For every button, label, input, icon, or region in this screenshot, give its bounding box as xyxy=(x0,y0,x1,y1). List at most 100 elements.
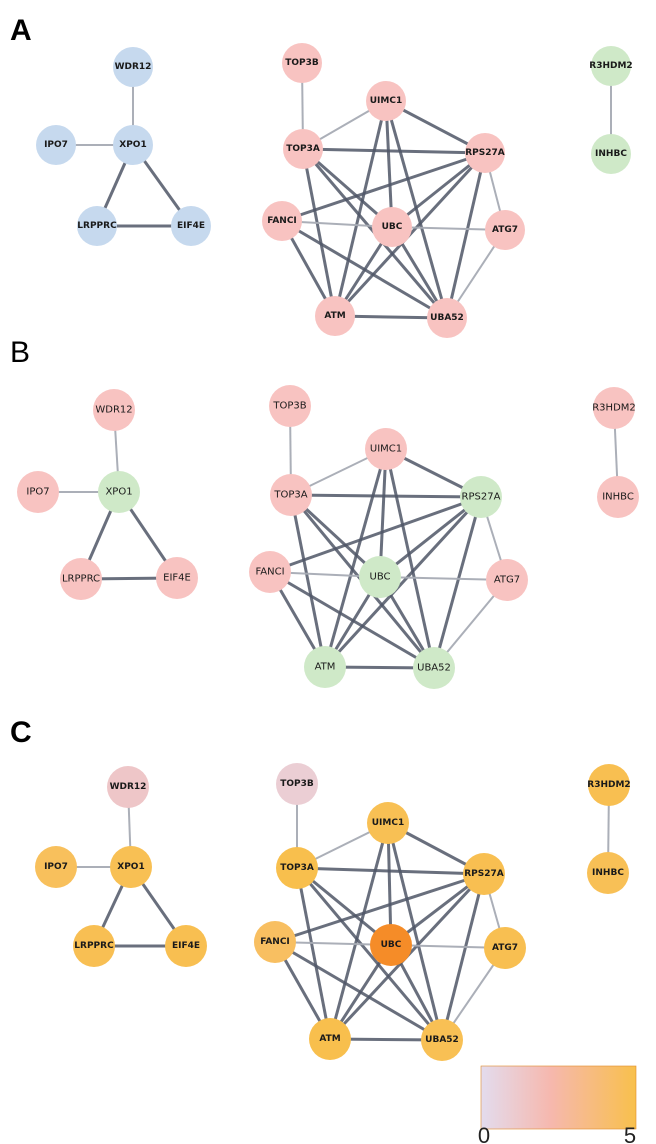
node-circle xyxy=(315,296,355,336)
node-circle xyxy=(110,846,152,888)
edge-rps27a-ubc xyxy=(379,495,482,579)
edge-uimc1-atm xyxy=(323,448,388,668)
node-wdr12: WDR12 xyxy=(113,47,153,87)
node-circle xyxy=(283,129,323,169)
node-eif4e: EIF4E xyxy=(165,925,207,967)
node-fanci: FANCI xyxy=(262,201,302,241)
panel-label-b: B xyxy=(10,336,30,369)
node-label: TOP3B xyxy=(272,401,306,412)
node-r3hdm2: R3HDM2 xyxy=(592,387,636,429)
node-xpo1: XPO1 xyxy=(110,846,152,888)
node-circle xyxy=(60,558,102,600)
edges xyxy=(56,784,610,1042)
node-atm: ATM xyxy=(309,1018,351,1060)
node-circle xyxy=(93,389,135,431)
node-label: UBC xyxy=(370,572,391,583)
node-label: LRPPRC xyxy=(77,221,117,231)
node-circle xyxy=(73,925,115,967)
edge-uimc1-atm xyxy=(333,100,388,317)
color-scale-bar xyxy=(481,1066,636,1129)
node-inhbc: INHBC xyxy=(587,852,629,894)
node-label: INHBC xyxy=(595,149,627,159)
node-label: INHBC xyxy=(592,868,624,878)
edge-fanci-uba52 xyxy=(274,940,443,1042)
node-circle xyxy=(249,551,291,593)
node-circle xyxy=(591,46,631,86)
node-label: WDR12 xyxy=(115,62,152,72)
node-circle xyxy=(165,925,207,967)
edge-rps27a-uba52 xyxy=(432,496,483,669)
node-label: IPO7 xyxy=(44,140,68,150)
node-label: UIMC1 xyxy=(370,444,402,455)
node-circle xyxy=(270,474,312,516)
edge-uimc1-uba52 xyxy=(384,100,449,319)
node-label: UBC xyxy=(382,222,403,232)
edge-rps27a-uba52 xyxy=(440,873,486,1041)
node-circle xyxy=(463,853,505,895)
node-ipo7: IPO7 xyxy=(35,846,77,888)
node-r3hdm2: R3HDM2 xyxy=(589,46,633,86)
node-circle xyxy=(35,846,77,888)
node-label: TOP3B xyxy=(280,779,314,789)
node-label: INHBC xyxy=(602,492,634,503)
node-lrpprc: LRPPRC xyxy=(77,206,117,246)
node-wdr12: WDR12 xyxy=(107,766,149,808)
edge-uimc1-ubc xyxy=(384,100,394,228)
node-label: RPS27A xyxy=(464,869,504,879)
node-atg7: ATG7 xyxy=(486,559,528,601)
node-circle xyxy=(372,207,412,247)
edge-top3a-rps27a xyxy=(302,147,486,155)
node-circle xyxy=(485,210,525,250)
edge-rps27a-fanci xyxy=(274,872,485,944)
node-label: UBA52 xyxy=(425,1035,459,1045)
node-label: XPO1 xyxy=(119,140,146,150)
node-top3a: TOP3A xyxy=(276,847,318,889)
node-label: WDR12 xyxy=(110,782,147,792)
node-circle xyxy=(269,385,311,427)
node-rps27a: RPS27A xyxy=(463,853,505,895)
node-label: LRPPRC xyxy=(62,574,100,585)
node-label: UBA52 xyxy=(430,313,464,323)
node-circle xyxy=(366,81,406,121)
node-circle xyxy=(367,802,409,844)
node-circle xyxy=(486,559,528,601)
node-label: ATM xyxy=(324,311,345,321)
node-label: ATG7 xyxy=(492,943,518,953)
node-uba52: UBA52 xyxy=(427,298,467,338)
node-label: EIF4E xyxy=(177,221,205,231)
panel-label-a: A xyxy=(10,14,32,47)
node-circle xyxy=(304,646,346,688)
node-label: EIF4E xyxy=(172,941,200,951)
node-label: IPO7 xyxy=(26,487,49,498)
color-scale-legend: 0 5 xyxy=(478,1065,637,1144)
edges xyxy=(56,62,612,320)
node-label: TOP3A xyxy=(280,863,314,873)
node-circle xyxy=(413,647,455,689)
node-circle xyxy=(98,471,140,513)
node-label: XPO1 xyxy=(105,487,132,498)
node-label: IPO7 xyxy=(44,862,68,872)
node-label: RPS27A xyxy=(465,148,505,158)
node-label: EIF4E xyxy=(163,573,191,584)
node-label: RPS27A xyxy=(462,492,501,503)
edge-top3a-rps27a xyxy=(290,493,482,499)
node-label: WDR12 xyxy=(95,405,132,416)
node-fanci: FANCI xyxy=(254,921,296,963)
node-circle xyxy=(113,47,153,87)
legend-min-label: 0 xyxy=(478,1123,490,1144)
edge-top3a-atm xyxy=(295,867,332,1040)
panel-label-c: C xyxy=(10,716,32,749)
edge-uimc1-ubc xyxy=(378,448,388,578)
node-uimc1: UIMC1 xyxy=(365,428,407,470)
node-atg7: ATG7 xyxy=(485,210,525,250)
node-atm: ATM xyxy=(304,646,346,688)
legend-max-label: 5 xyxy=(624,1123,636,1144)
edge-rps27a-fanci xyxy=(269,495,482,574)
node-circle xyxy=(171,206,211,246)
node-circle xyxy=(262,201,302,241)
node-fanci: FANCI xyxy=(249,551,291,593)
edge-top3a-atm xyxy=(289,494,327,668)
